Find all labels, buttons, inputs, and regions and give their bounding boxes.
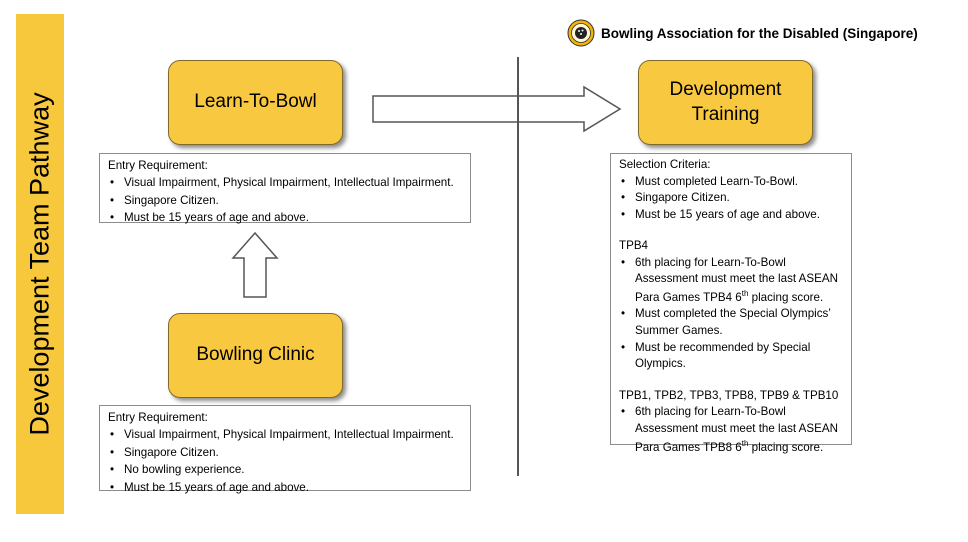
criteria-heading: Selection Criteria: — [619, 158, 711, 171]
tpb4-heading: TPB4 — [619, 239, 648, 253]
arrow-up-icon — [231, 231, 279, 298]
list-item: Singapore Citizen. — [108, 444, 462, 462]
tpb-other-heading: TPB1, TPB2, TPB3, TPB8, TPB9 & TPB10 — [619, 388, 839, 402]
org-header: Bowling Association for the Disabled (Si… — [567, 18, 918, 48]
learn-to-bowl-requirements: Entry Requirement: Visual Impairment, Ph… — [99, 153, 471, 227]
bowling-clinic-requirements-list: Visual Impairment, Physical Impairment, … — [108, 426, 462, 496]
development-training-label-line2: Training — [691, 103, 760, 125]
tpb4-list: 6th placing for Learn-To-Bowl Assessment… — [619, 255, 843, 373]
list-item: Singapore Citizen. — [619, 190, 843, 207]
learn-to-bowl-requirements-heading: Entry Requirement: — [108, 159, 208, 172]
bowling-logo-icon — [567, 19, 595, 47]
learn-to-bowl-label: Learn-To-Bowl — [194, 91, 317, 113]
tpb-other-list: 6th placing for Learn-To-Bowl Assessment… — [619, 404, 843, 456]
list-item: No bowling experience. — [108, 461, 462, 479]
list-item: Must completed Learn-To-Bowl. — [619, 174, 843, 191]
arrow-right-icon — [372, 85, 622, 133]
list-item: Must be 15 years of age and above. — [108, 479, 462, 497]
org-name: Bowling Association for the Disabled (Si… — [601, 25, 918, 41]
learn-to-bowl-requirements-list: Visual Impairment, Physical Impairment, … — [108, 174, 462, 227]
list-item: Singapore Citizen. — [108, 192, 462, 210]
sidebar-band: Development Team Pathway — [16, 14, 64, 514]
bowling-clinic-label: Bowling Clinic — [196, 344, 315, 366]
list-item: Visual Impairment, Physical Impairment, … — [108, 174, 462, 192]
list-item: Must be 15 years of age and above. — [108, 209, 462, 227]
bowling-clinic-requirements: Entry Requirement: Visual Impairment, Ph… — [99, 405, 471, 496]
list-item: Visual Impairment, Physical Impairment, … — [108, 426, 462, 444]
list-item: 6th placing for Learn-To-Bowl Assessment… — [619, 255, 843, 307]
development-training-label-line1: Development — [669, 78, 782, 100]
sidebar-title: Development Team Pathway — [24, 92, 55, 436]
list-item: Must completed the Special Olympics’ Sum… — [619, 306, 843, 339]
bowling-clinic-requirements-heading: Entry Requirement: — [108, 411, 208, 424]
list-item: 6th placing for Learn-To-Bowl Assessment… — [619, 404, 843, 456]
learn-to-bowl-box: Learn-To-Bowl — [168, 60, 343, 145]
vertical-divider — [517, 57, 519, 476]
development-training-criteria: Selection Criteria: Must completed Learn… — [610, 153, 852, 453]
bowling-clinic-box: Bowling Clinic — [168, 313, 343, 398]
development-training-box: Development Training — [638, 60, 813, 145]
criteria-list: Must completed Learn-To-Bowl. Singapore … — [619, 174, 843, 224]
list-item: Must be 15 years of age and above. — [619, 207, 843, 224]
list-item: Must be recommended by Special Olympics. — [619, 340, 843, 373]
